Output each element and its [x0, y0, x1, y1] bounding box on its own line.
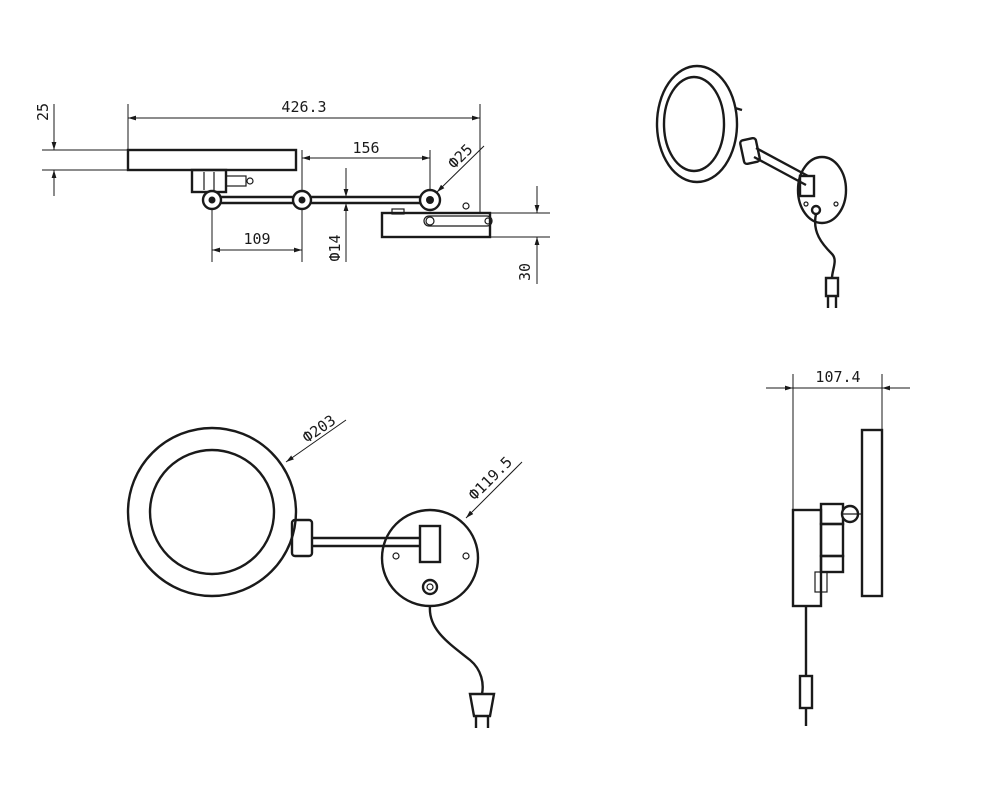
iso-cable [813, 213, 836, 279]
side-view: 107.4 [766, 368, 910, 726]
top-hinge-block [190, 168, 228, 194]
iso-wall-base [796, 155, 848, 225]
front-cable [428, 605, 484, 695]
dim-mirror-thickness: 25 [34, 103, 52, 121]
dim-arm-long: 156 [352, 139, 379, 157]
dim-arm-short: 109 [243, 230, 270, 248]
top-mirror-plate [126, 148, 298, 172]
top-joint-2 [291, 189, 313, 211]
dim-pivot-diameter: Ф25 [445, 141, 477, 173]
dim-base-diameter: Ф119.5 [465, 453, 516, 504]
top-joint-3 [418, 188, 442, 212]
dim-side-depth: 107.4 [815, 368, 860, 386]
iso-mirror-outer [655, 64, 739, 184]
iso-arm [755, 146, 809, 178]
dim-arm-diameter: Ф14 [326, 234, 344, 261]
isometric-view [655, 64, 848, 308]
dim-overall-length: 426.3 [281, 98, 326, 116]
front-mirror-outer [126, 426, 298, 598]
dim-mirror-diameter: Ф203 [299, 411, 339, 446]
iso-mirror-inner [662, 75, 726, 173]
front-plug [468, 692, 496, 718]
front-mirror-inner [148, 448, 276, 576]
side-plug [798, 674, 814, 710]
side-mirror [860, 428, 884, 598]
top-joint-1 [201, 189, 223, 211]
front-view: Ф203 Ф119.5 [126, 411, 523, 728]
dim-base-thickness: 30 [516, 263, 534, 281]
top-view: 426.3 156 109 25 30 Ф25 Ф14 [34, 98, 550, 284]
iso-plug [824, 276, 840, 298]
